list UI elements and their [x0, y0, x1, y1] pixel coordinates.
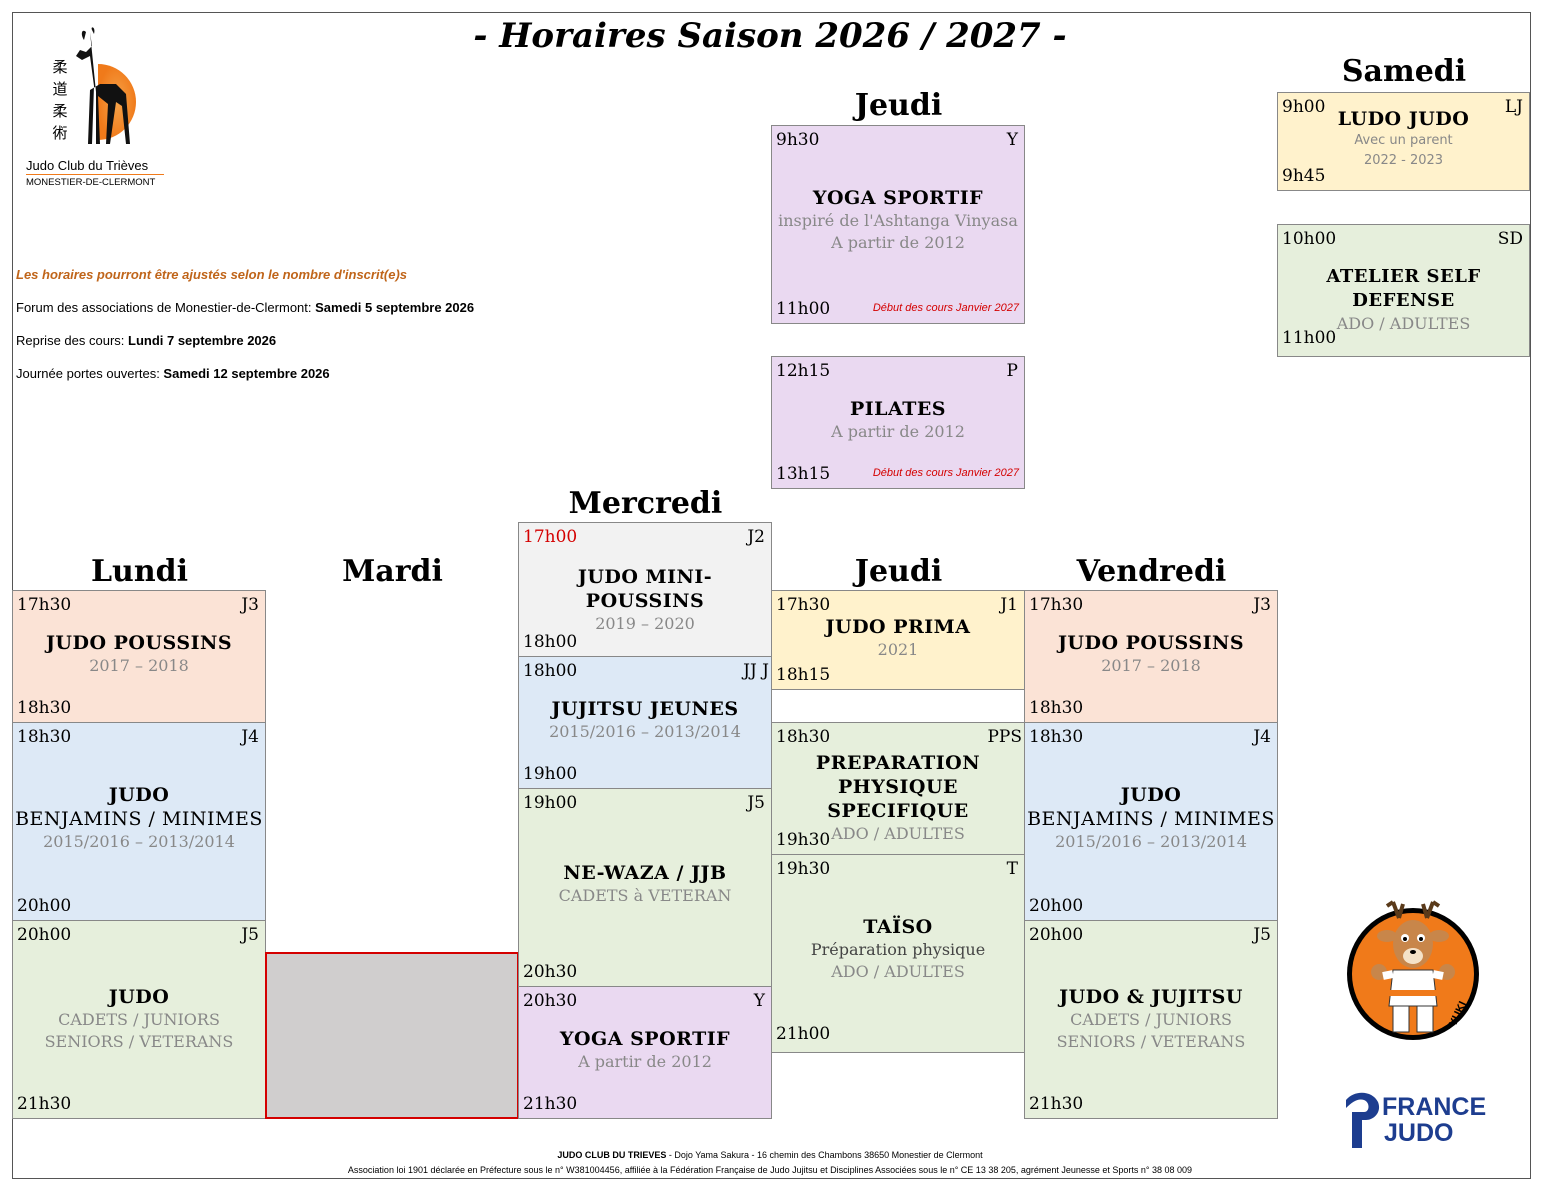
- day-header-lundi: Lundi: [90, 554, 189, 589]
- class-mercredi-jujitsu-jeunes: 18h00 JJ J JUJITSU JEUNES 2015/2016 – 20…: [518, 656, 772, 789]
- schedule-note: Les horaires pourront être ajustés selon…: [16, 267, 408, 282]
- day-header-jeudi-top: Jeudi: [854, 88, 943, 123]
- class-jeudi-taiso: 19h30 T TAÏSO Préparation physique ADO /…: [771, 854, 1025, 1053]
- logo-place: MONESTIER-DE-CLERMONT: [26, 177, 156, 188]
- page-title: - Horaires Saison 2026 / 2027 -: [473, 16, 1067, 56]
- mardi-empty-slot: [265, 952, 519, 1119]
- class-lundi-poussins: 17h30 J3 JUDO POUSSINS 2017 – 2018 18h30: [12, 590, 266, 723]
- class-vendredi-cadets: 20h00 J5 JUDO & JUJITSU CADETS / JUNIORS…: [1024, 920, 1278, 1119]
- class-mercredi-mini-poussins: 17h00 J2 JUDO MINI-POUSSINS 2019 – 2020 …: [518, 522, 772, 657]
- club-logo: 柔 道 柔 術 Judo Club du Trièves MONESTIER-D…: [20, 26, 170, 191]
- class-vendredi-poussins: 17h30 J3 JUDO POUSSINS 2017 – 2018 18h30: [1024, 590, 1278, 723]
- france-judo-text: FRANCE JUDO: [1382, 1093, 1487, 1147]
- france-judo-emblem-icon: [1346, 1092, 1380, 1148]
- class-jeudi-yoga: 9h30 Y YOGA SPORTIF inspiré de l'Ashtang…: [771, 125, 1025, 324]
- logo-kanji: 柔 道 柔 術: [52, 58, 68, 142]
- day-header-jeudi: Jeudi: [854, 554, 943, 589]
- class-mercredi-yoga: 20h30 Y YOGA SPORTIF A partir de 2012 21…: [518, 986, 772, 1119]
- class-lundi-benjamins: 18h30 J4 JUDO BENJAMINS / MINIMES 2015/2…: [12, 722, 266, 921]
- class-mercredi-ne-waza: 19h00 J5 NE-WAZA / JJB CADETS à VETERAN …: [518, 788, 772, 987]
- portes-ouvertes-info: Journée portes ouvertes: Samedi 12 septe…: [16, 366, 330, 381]
- logo-club-name: Judo Club du Trièves: [26, 158, 149, 173]
- france-judo-logo: FRANCE JUDO: [1340, 1086, 1510, 1156]
- footer-address: JUDO CLUB DU TRIEVES - Dojo Yama Sakura …: [557, 1150, 983, 1160]
- day-header-vendredi: Vendredi: [1076, 554, 1227, 589]
- day-header-samedi: Samedi: [1341, 54, 1467, 89]
- footer-legal: Association loi 1901 déclarée en Préfect…: [347, 1165, 1193, 1175]
- forum-info: Forum des associations de Monestier-de-C…: [16, 300, 475, 315]
- class-jeudi-pilates: 12h15 P PILATES A partir de 2012 13h15 D…: [771, 356, 1025, 489]
- class-lundi-cadets: 20h00 J5 JUDO CADETS / JUNIORS SENIORS /…: [12, 920, 266, 1119]
- class-jeudi-pps: 18h30 PPS PREPARATION PHYSIQUE SPECIFIQU…: [771, 722, 1025, 855]
- class-samedi-self-defense: 10h00 SD ATELIER SELF DEFENSE ADO / ADUL…: [1277, 224, 1530, 357]
- day-header-mercredi: Mercredi: [568, 486, 723, 521]
- mascot-deer-icon: [1347, 900, 1479, 1040]
- class-samedi-ludo-judo: 9h00 LJ LUDO JUDO Avec un parent 2022 - …: [1277, 92, 1530, 191]
- class-jeudi-prima: 17h30 J1 JUDO PRIMA 2021 18h15: [771, 590, 1025, 690]
- mascot-logo: YUKI: [1345, 896, 1481, 1056]
- reprise-info: Reprise des cours: Lundi 7 septembre 202…: [16, 333, 277, 348]
- class-vendredi-benjamins: 18h30 J4 JUDO BENJAMINS / MINIMES 2015/2…: [1024, 722, 1278, 921]
- chamois-logo-icon: [76, 27, 136, 144]
- day-header-mardi: Mardi: [342, 554, 443, 589]
